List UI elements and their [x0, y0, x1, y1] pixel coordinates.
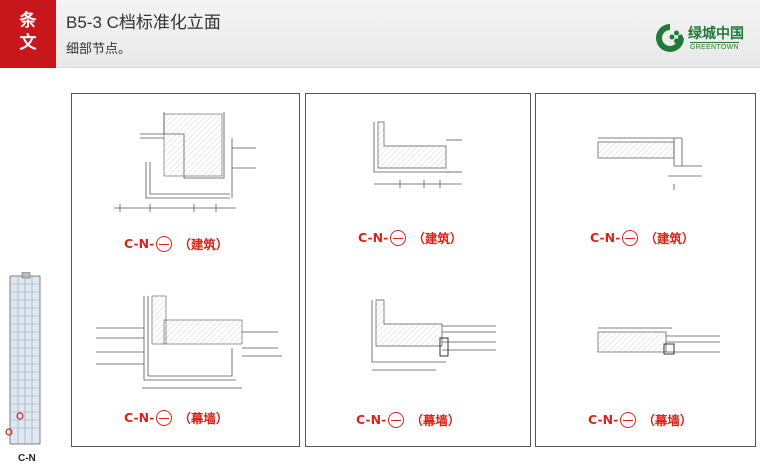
tag-line-1: 条 — [19, 11, 37, 31]
greentown-logo-icon — [656, 24, 684, 52]
page-title: B5-3 C档标准化立面 — [66, 13, 221, 32]
detail-ref-circle-icon — [622, 229, 639, 246]
greentown-logo: 绿城中国 GREENTOWN — [654, 22, 754, 56]
detail-panel-3: C-N-（建筑） C-N- （幕墙） — [535, 93, 756, 447]
curtain-wall-detail-drawing-2 — [371, 299, 496, 371]
header-bar: 条 文 B5-3 C档标准化立面 细部节点。 绿城中国 GREENTOWN — [0, 0, 760, 68]
detail-label-bottom-3: C-N- （幕墙） — [588, 411, 693, 428]
tag-line-2: 文 — [19, 33, 37, 53]
curtain-wall-detail-drawing-3 — [597, 327, 720, 355]
detail-ref-circle-icon — [620, 411, 637, 428]
curtain-wall-detail-drawing-1 — [96, 295, 282, 389]
detail-ref-circle-icon — [156, 409, 173, 426]
detail-label-top-1: C-N-（建筑） — [124, 235, 229, 252]
architectural-detail-drawing-1 — [114, 112, 256, 212]
logo-text-en: GREENTOWN — [690, 42, 739, 51]
detail-label-top-2: C-N-（建筑） — [358, 229, 463, 246]
detail-panel-1: C-N-（建筑） C-N-（幕墙） — [71, 93, 300, 447]
detail-ref-circle-icon — [156, 235, 173, 252]
architectural-detail-drawing-2 — [373, 121, 462, 188]
detail-ref-circle-icon — [390, 229, 407, 246]
building-elevation-thumbnail — [5, 272, 41, 445]
page-subtitle: 细部节点。 — [66, 42, 132, 57]
detail-label-top-3: C-N-（建筑） — [590, 229, 695, 246]
logo-text-cn: 绿城中国 — [688, 26, 744, 42]
section-tag: 条 文 — [0, 0, 56, 68]
detail-ref-circle-icon — [388, 411, 405, 428]
detail-label-bottom-2: C-N- （幕墙） — [356, 411, 461, 428]
detail-panel-2: C-N-（建筑） C-N- （幕墙） — [305, 93, 531, 447]
building-label: C-N — [18, 453, 36, 464]
architectural-detail-drawing-3 — [597, 137, 702, 190]
detail-label-bottom-1: C-N-（幕墙） — [124, 409, 229, 426]
